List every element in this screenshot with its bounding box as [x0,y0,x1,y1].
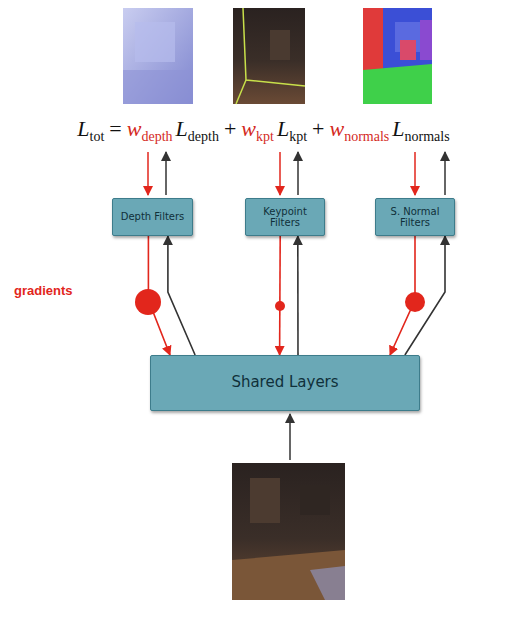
equation-term: tot [90,129,105,145]
equation-term: depth [188,129,219,145]
equation-term: depth [141,129,172,145]
depth-image [123,8,193,104]
equation-term: kpt [256,129,274,145]
gradients-label: gradients [14,283,73,298]
normals-image [363,8,432,104]
equation-term: kpt [289,129,307,145]
loss-equation: Ltot=wdepthLdepth+wkptLkpt+wnormalsLnorm… [0,116,524,142]
equation-term: L [77,116,89,142]
equation-term: L [392,116,404,142]
gradient-arrow [279,236,281,355]
box-label: S. Normal Filters [380,206,450,229]
filter-box: S. Normal Filters [375,198,455,236]
feature-arrow [168,236,195,355]
box-label: Shared Layers [231,374,338,391]
equation-term: w [330,116,345,142]
filter-box: Keypoint Filters [245,198,325,236]
input-image [232,414,345,600]
box-label: Keypoint Filters [250,206,320,229]
equation-term: w [241,116,256,142]
gradient-dots [135,289,425,315]
feature-arrow [405,236,445,355]
loss-arrows [148,152,445,195]
equation-term: + [224,116,236,142]
shared-box: Shared Layers [150,355,420,411]
equation-term: + [312,116,324,142]
equation-term: w [127,116,142,142]
feature-arrow [297,236,299,355]
keypoint-image [233,8,305,104]
filter-box: Depth Filters [112,198,193,236]
equation-term: L [277,116,289,142]
equation-term: normals [405,129,450,145]
equation-term: normals [344,129,389,145]
box-label: Depth Filters [121,211,185,223]
equation-term: L [176,116,188,142]
equation-term: = [109,116,121,142]
